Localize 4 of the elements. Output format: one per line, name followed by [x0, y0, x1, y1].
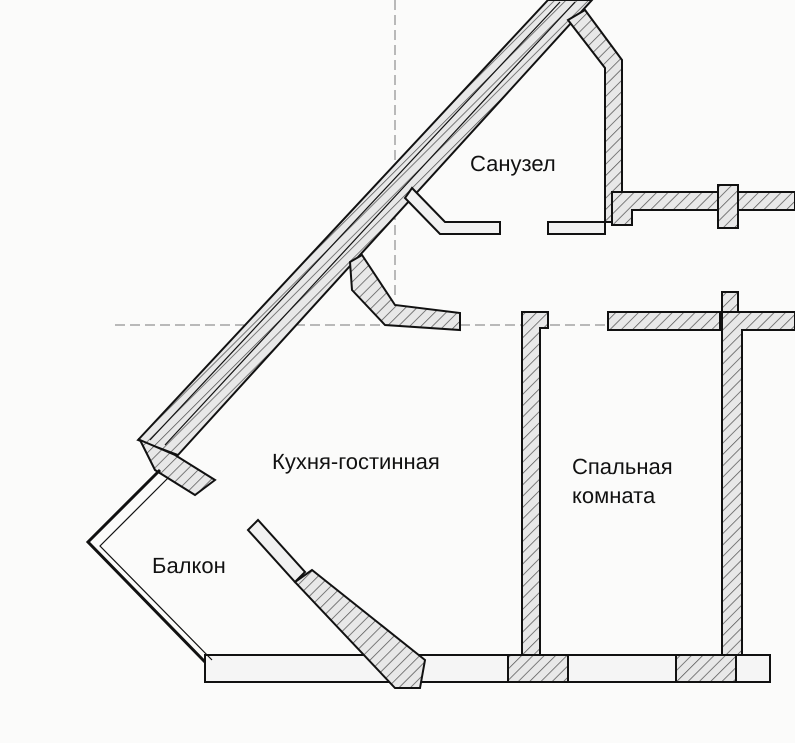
room-label: Балкон	[152, 552, 227, 580]
room-label: Санузел	[470, 150, 557, 178]
room-label: Спальная комната	[572, 453, 674, 510]
room-label: Кухня-гостинная	[272, 448, 441, 476]
